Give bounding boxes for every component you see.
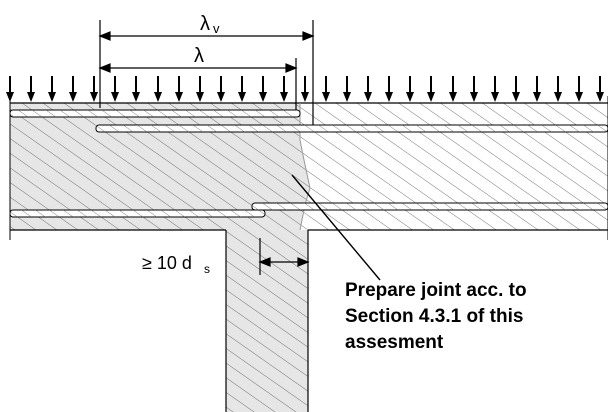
dimension-lambda-v [98, 20, 315, 125]
top-rebar-existing [9, 109, 301, 118]
anchorage-subscript: s [204, 262, 210, 276]
down-arrow-icon [196, 76, 204, 102]
slab-new-concrete [300, 103, 608, 230]
lambda-label: λ [194, 45, 204, 67]
down-arrow-icon [322, 76, 330, 102]
dimension-lambda [98, 58, 298, 110]
lambda-v-subscript: v [213, 21, 220, 36]
down-arrow-icon [385, 76, 393, 102]
down-arrow-icon [512, 76, 520, 102]
down-arrow-icon [27, 76, 35, 102]
down-arrow-icon [175, 76, 183, 102]
slab-existing-concrete [10, 103, 310, 230]
down-arrow-icon [301, 76, 309, 102]
down-arrow-icon [238, 76, 246, 102]
down-arrow-icon [449, 76, 457, 102]
down-arrow-icon [596, 76, 604, 102]
callout-line-1: Prepare joint acc. to [345, 280, 527, 301]
down-arrow-icon [259, 76, 267, 102]
column-support [225, 230, 309, 412]
dimension-anchorage [258, 238, 310, 275]
down-arrow-icon [154, 76, 162, 102]
lambda-v-label: λ [200, 13, 210, 35]
down-arrow-icon [470, 76, 478, 102]
down-arrow-icon [280, 76, 288, 102]
down-arrow-icon [132, 76, 140, 102]
anchorage-label: ≥ 10 d [142, 253, 192, 273]
down-arrow-icon [90, 76, 98, 102]
callout-line-2: Section 4.3.1 of this [345, 306, 523, 327]
distributed-load-arrows [6, 76, 604, 102]
callout-line-3: assesment [345, 332, 444, 353]
down-arrow-icon [554, 76, 562, 102]
down-arrow-icon [491, 76, 499, 102]
down-arrow-icon [111, 76, 119, 102]
down-arrow-icon [406, 76, 414, 102]
down-arrow-icon [217, 76, 225, 102]
callout-leader-line [291, 174, 381, 281]
bottom-rebar-existing [9, 209, 266, 218]
down-arrow-icon [364, 76, 372, 102]
down-arrow-icon [69, 76, 77, 102]
down-arrow-icon [427, 76, 435, 102]
down-arrow-icon [575, 76, 583, 102]
bottom-rebar-new [251, 202, 608, 211]
down-arrow-icon [533, 76, 541, 102]
down-arrow-icon [343, 76, 351, 102]
top-rebar-new [95, 124, 608, 133]
down-arrow-icon [48, 76, 56, 102]
